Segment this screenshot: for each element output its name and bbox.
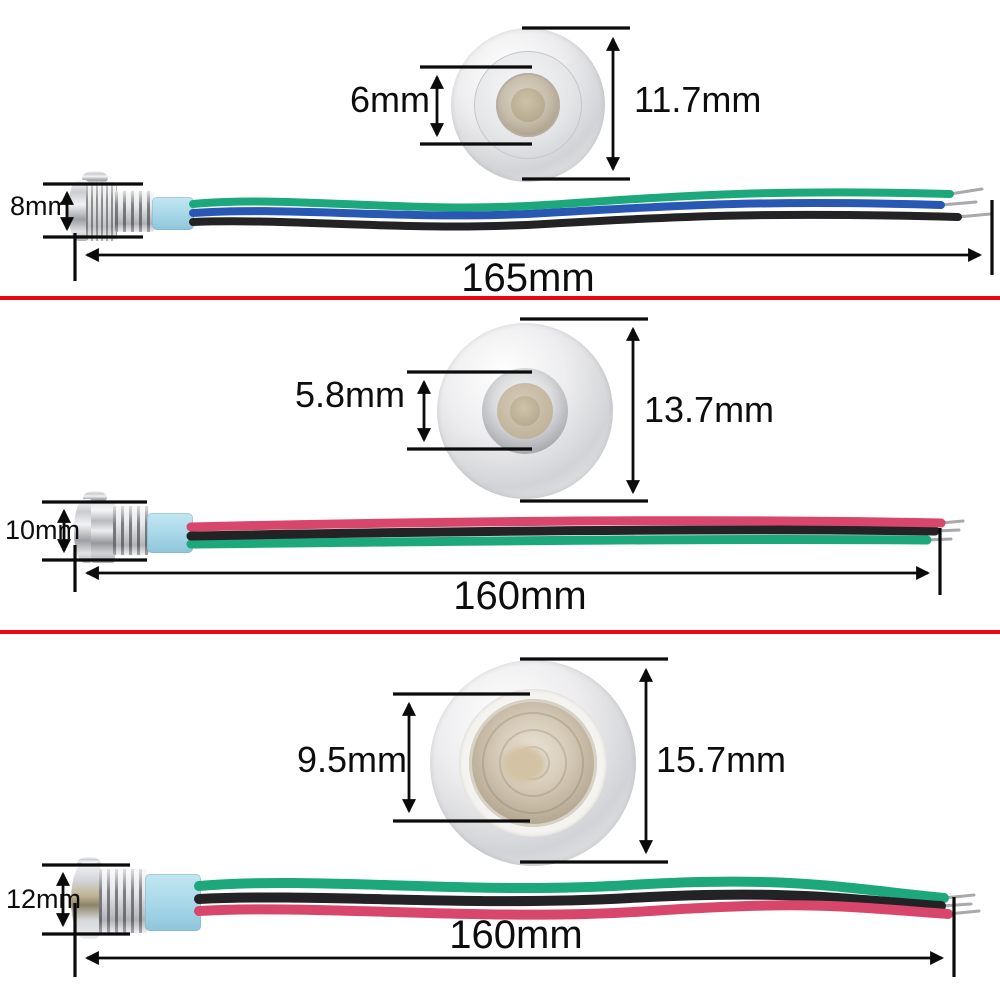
length-label: 165mm xyxy=(461,256,595,300)
wires-photo-section2 xyxy=(186,516,965,549)
section-divider xyxy=(0,296,1000,300)
wire-tips xyxy=(939,187,992,219)
wire-sleeve xyxy=(145,874,201,931)
outer-diameter-label: 13.7mm xyxy=(644,389,775,430)
wire-black xyxy=(189,210,962,231)
indicator-top-cap xyxy=(82,171,108,185)
length-label: 160mm xyxy=(453,574,587,618)
knurled-nut xyxy=(86,182,117,241)
wire-tips xyxy=(939,893,981,916)
wire-sleeve xyxy=(152,197,194,230)
indicator-face-lens-center xyxy=(503,746,545,782)
wire-blue xyxy=(189,199,945,220)
indicator-face-lens-center xyxy=(510,396,540,426)
wire-green xyxy=(189,188,954,212)
threaded-barrel xyxy=(113,506,149,555)
height-label: 10mm xyxy=(5,515,81,545)
threaded-barrel xyxy=(99,869,147,933)
wire-red xyxy=(186,516,946,532)
height-label: 8mm xyxy=(10,191,70,221)
height-label: 12mm xyxy=(6,884,82,914)
hex-nut xyxy=(91,501,115,563)
wires-photo-section1 xyxy=(189,187,992,231)
section-divider xyxy=(0,630,1000,634)
wire-black xyxy=(186,525,940,541)
indicator-head-bezel xyxy=(74,499,94,563)
threaded-barrel xyxy=(115,191,154,232)
wire-black xyxy=(194,889,946,911)
inner-diameter-label: 6mm xyxy=(350,79,430,120)
indicator-face-lens-center xyxy=(511,88,545,122)
outer-diameter-label: 15.7mm xyxy=(656,739,787,780)
wire-tips xyxy=(925,519,965,542)
wire-green xyxy=(186,534,932,549)
wire-sleeve xyxy=(147,513,193,553)
wires-photo-section3 xyxy=(194,876,981,920)
inner-diameter-label: 9.5mm xyxy=(296,739,407,780)
outer-diameter-label: 11.7mm xyxy=(634,79,762,120)
inner-diameter-label: 5.8mm xyxy=(294,374,405,415)
length-label: 160mm xyxy=(449,913,583,957)
wire-green xyxy=(194,876,949,903)
